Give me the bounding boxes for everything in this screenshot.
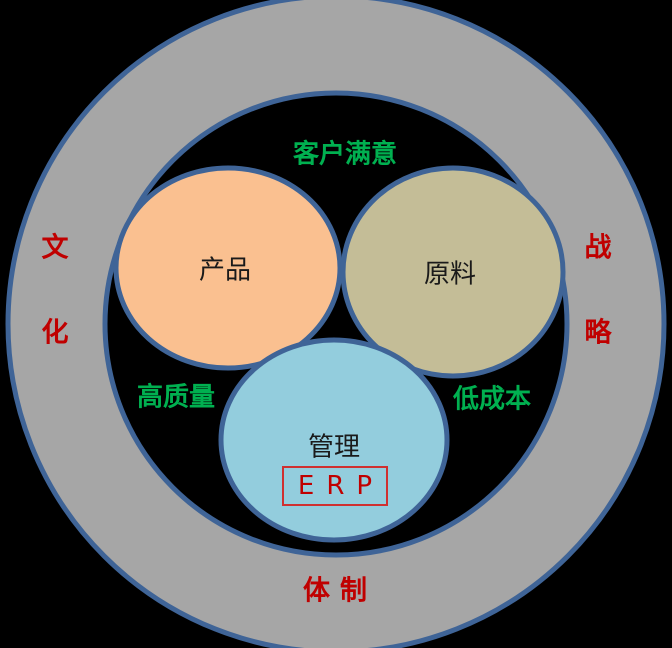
material-label: 原料: [423, 259, 477, 290]
system-label: 体制: [303, 575, 377, 607]
management-label: 管理: [307, 432, 361, 463]
customer-satisfaction-label: 客户满意: [292, 139, 398, 170]
high-quality-label: 高质量: [136, 382, 216, 413]
product-label: 产品: [198, 255, 252, 286]
low-cost-label: 低成本: [452, 384, 532, 415]
strategy-label-1: 战: [584, 232, 612, 264]
culture-label-2: 化: [41, 317, 69, 349]
material-circle: [340, 165, 566, 379]
culture-label-1: 文: [41, 232, 69, 264]
product-circle: [113, 165, 343, 371]
strategy-label-2: 略: [584, 317, 612, 349]
erp-box: ERP: [282, 466, 388, 506]
management-circle: [218, 337, 450, 543]
